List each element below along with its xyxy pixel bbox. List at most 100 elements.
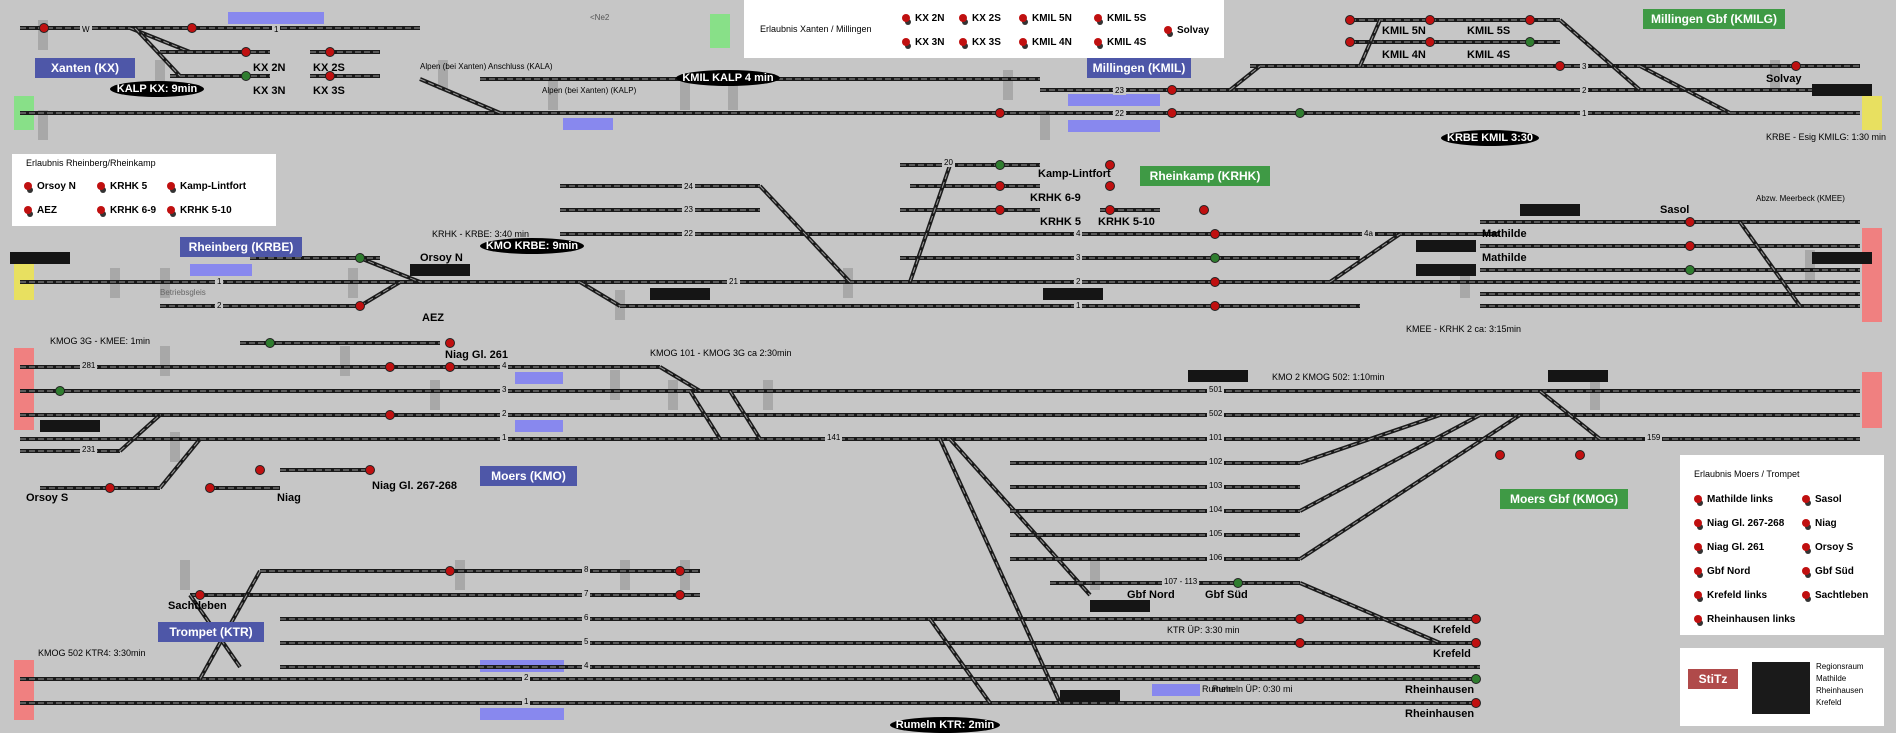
permission-aez[interactable]: AEZ (24, 205, 57, 216)
signal-icon (97, 182, 105, 190)
track-segment-marks (1299, 582, 1441, 644)
permission-orsoy-s[interactable]: Orsoy S (1802, 542, 1853, 553)
permission-niag-261[interactable]: Niag Gl. 261 (1694, 542, 1764, 553)
signal-icon (355, 253, 365, 263)
platform-strip (728, 80, 738, 110)
time-krbe-esig: KRBE - Esig KMILG: 1:30 min (1766, 132, 1887, 142)
permission-sasol[interactable]: Sasol (1802, 494, 1842, 505)
permission-gbf-sued[interactable]: Gbf Süd (1802, 566, 1854, 577)
permission-kx-3n[interactable]: KX 3N (902, 37, 944, 48)
permission-krhk-5[interactable]: KRHK 5 (97, 181, 147, 192)
platform-strip (1003, 70, 1013, 100)
station-moers[interactable]: Moers (KMO) (480, 466, 577, 486)
line-end-meerbeck (1862, 228, 1882, 322)
permission-niag[interactable]: Niag (1802, 518, 1837, 529)
occupied-segment (515, 372, 563, 384)
station-millingen[interactable]: Millingen (KMIL) (1087, 58, 1191, 78)
label-solvay: Solvay (1766, 73, 1802, 85)
label-gbf-sued: Gbf Süd (1205, 589, 1248, 601)
permission-kamp-lintfort[interactable]: Kamp-Lintfort (167, 181, 246, 192)
track-label-t1: 1 (522, 697, 531, 706)
permission-sachtleben[interactable]: Sachtleben (1802, 590, 1868, 601)
station-trompet[interactable]: Trompet (KTR) (158, 622, 264, 642)
label-kmil-4n: KMIL 4N (1382, 49, 1426, 61)
signal-icon (1694, 519, 1702, 527)
label-krefeld-1: Krefeld (1433, 624, 1471, 636)
track-label-t7: 7 (582, 589, 591, 598)
signal-icon (675, 590, 685, 600)
track-segment (928, 617, 992, 705)
permission-gbf-nord[interactable]: Gbf Nord (1694, 566, 1750, 577)
station-moers-gbf[interactable]: Moers Gbf (KMOG) (1500, 489, 1628, 509)
station-rheinkamp[interactable]: Rheinkamp (KRHK) (1140, 166, 1270, 186)
occupied-segment (1152, 684, 1200, 696)
permission-kmil-4s[interactable]: KMIL 4S (1094, 37, 1146, 48)
signal-icon (241, 47, 251, 57)
permission-kx-2s[interactable]: KX 2S (959, 13, 1001, 24)
signal-icon (1471, 674, 1481, 684)
permission-krefeld-links[interactable]: Krefeld links (1694, 590, 1767, 601)
signal-icon (1199, 205, 1209, 215)
signal-icon (445, 362, 455, 372)
label-sasol: Sasol (1660, 204, 1690, 216)
signal-icon (385, 362, 395, 372)
permission-krhk-5-10[interactable]: KRHK 5-10 (167, 205, 232, 216)
station-millingen-gbf[interactable]: Millingen Gbf (KMILG) (1643, 9, 1785, 29)
platform-strip (680, 560, 690, 590)
track-label-20: 20 (942, 158, 955, 167)
track-segment-marks (189, 594, 241, 668)
permission-kmil-5s[interactable]: KMIL 5S (1094, 13, 1146, 24)
permission-orsoy-n[interactable]: Orsoy N (24, 181, 76, 192)
track-segment-marks (759, 185, 851, 283)
permission-panel-rheinberg: Erlaubnis Rheinberg/Rheinkamp Orsoy N KR… (12, 154, 276, 226)
label-kmil-5s: KMIL 5S (1467, 25, 1511, 37)
track-label-t5: 5 (582, 637, 591, 646)
place-ne2: <Ne2 (590, 13, 610, 22)
signal-icon (445, 338, 455, 348)
time-krhk-krbe: KRHK - KRBE: 3:40 min (432, 229, 530, 239)
signal-icon (1345, 15, 1355, 25)
permission-niag-267[interactable]: Niag Gl. 267-268 (1694, 518, 1784, 529)
permission-kmil-4n[interactable]: KMIL 4N (1019, 37, 1072, 48)
signal-icon (1802, 591, 1810, 599)
signal-icon (1495, 450, 1505, 460)
label-kx-3n: KX 3N (253, 85, 286, 97)
signal-icon (167, 182, 175, 190)
track-label-102: 102 (1207, 457, 1225, 466)
track-label-23: 23 (1113, 86, 1126, 95)
track-label-t6: 6 (582, 613, 591, 622)
place-abzw-meerbeck: Abzw. Meerbeck (KMEE) (1756, 194, 1845, 203)
occupied-segment (1068, 120, 1160, 132)
label-kx-3s: KX 3S (313, 85, 345, 97)
signal-icon (995, 205, 1005, 215)
track-label-rb-1: 1 (215, 277, 224, 286)
label-kmil-5n: KMIL 5N (1382, 25, 1426, 37)
permission-rheinhausen-links[interactable]: Rheinhausen links (1694, 614, 1795, 625)
stitz-button[interactable]: StiTz (1688, 669, 1738, 689)
permission-krhk-6-9[interactable]: KRHK 6-9 (97, 205, 156, 216)
signal-icon (1802, 519, 1810, 527)
signal-icon (187, 23, 197, 33)
track-label-4a: 4a (1362, 229, 1375, 238)
signal-icon (1094, 14, 1102, 22)
occupied-segment (563, 118, 613, 130)
block-display (1043, 288, 1103, 300)
stitz-panel: StiTz Regionsraum Mathilde Rheinhausen K… (1680, 648, 1884, 726)
permission-kx-2n[interactable]: KX 2N (902, 13, 944, 24)
station-xanten[interactable]: Xanten (KX) (35, 58, 135, 78)
label-niag-267: Niag Gl. 267-268 (372, 480, 457, 492)
track-label-159: 159 (1645, 433, 1663, 442)
permission-kmil-5n[interactable]: KMIL 5N (1019, 13, 1072, 24)
permission-solvay[interactable]: Solvay (1164, 25, 1209, 36)
stitz-item: Regionsraum (1816, 662, 1864, 671)
signal-icon (1694, 495, 1702, 503)
stitz-item: Mathilde (1816, 674, 1847, 683)
track-label-k3: 3 (1074, 253, 1083, 262)
station-rheinberg[interactable]: Rheinberg (KRBE) (180, 237, 302, 257)
signal-icon (167, 206, 175, 214)
permission-mathilde-links[interactable]: Mathilde links (1694, 494, 1773, 505)
track-label-105: 105 (1207, 529, 1225, 538)
label-krhk-5-10: KRHK 5-10 (1098, 216, 1155, 228)
permission-kx-3s[interactable]: KX 3S (959, 37, 1001, 48)
